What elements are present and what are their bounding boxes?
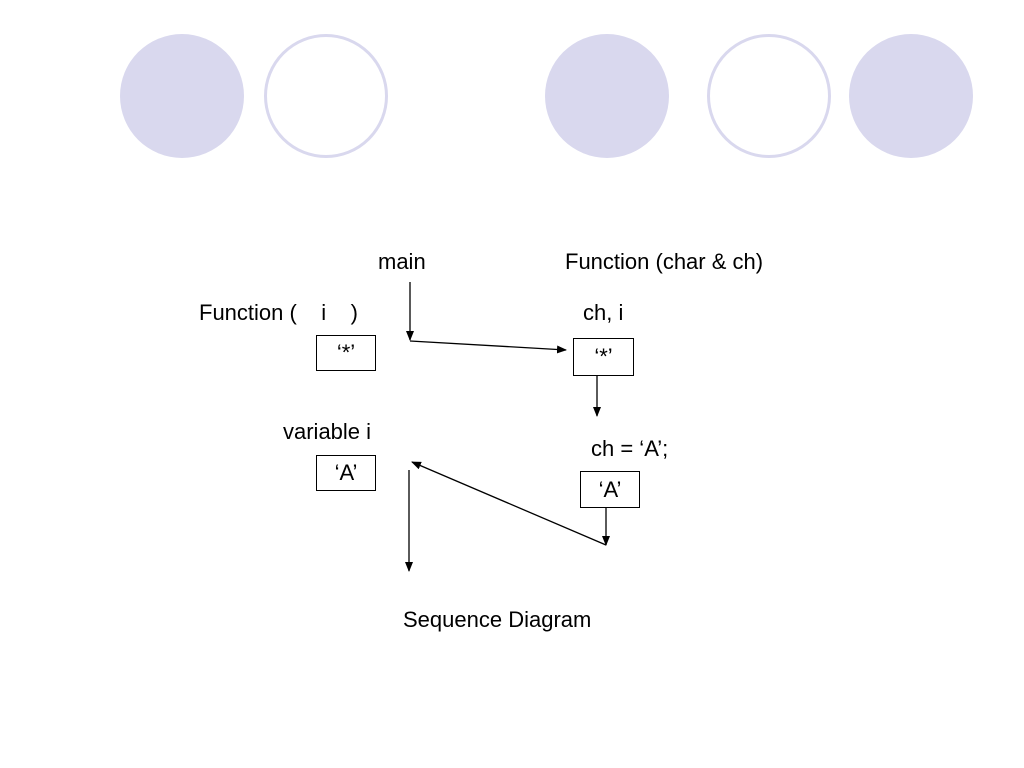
call-arrow — [409, 340, 567, 354]
right-bottom-value-box: ‘A’ — [580, 471, 640, 508]
decor-circle-filled-3 — [849, 34, 973, 158]
decor-circle-filled-2 — [545, 34, 669, 158]
function-char-ch-label: Function (char & ch) — [565, 249, 764, 274]
assignment-label: ch = ‘A’; — [591, 436, 669, 461]
diagram-caption: Sequence Diagram — [403, 607, 592, 632]
ch-i-label: ch, i — [583, 300, 624, 325]
decor-circle-filled-1 — [120, 34, 244, 158]
variable-i-label: variable i — [283, 419, 372, 444]
right-top-value-box: ‘*’ — [573, 338, 634, 376]
main-label: main — [378, 249, 426, 274]
left-top-value-box: ‘*’ — [316, 335, 376, 371]
return-arrow — [411, 461, 607, 546]
function-i-label: Function ( i ) — [199, 300, 358, 325]
decor-circle-outline-2 — [707, 34, 831, 158]
decor-circle-outline-1 — [264, 34, 388, 158]
left-bottom-value-box: ‘A’ — [316, 455, 376, 491]
